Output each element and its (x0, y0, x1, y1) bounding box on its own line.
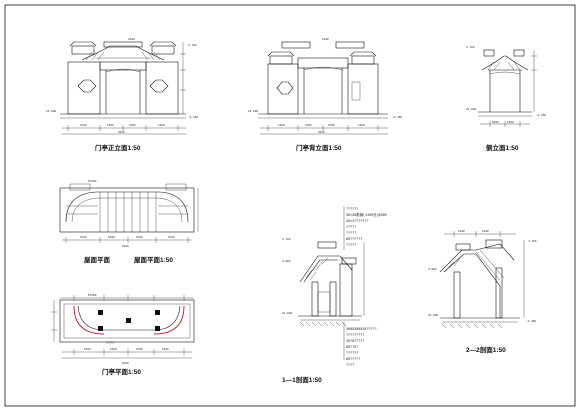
svg-text:1680: 1680 (507, 121, 514, 124)
side-elevation: 4.780 ±0.000 -0.450 1680 1680 侧立面1:50 (466, 46, 546, 152)
svg-text:1500: 1500 (305, 124, 312, 127)
section-1-1-note-13: 60????? (346, 358, 360, 362)
section-1-1-note-2: 30×30角钢(1100分)@300 (346, 212, 387, 218)
svg-text:1680: 1680 (168, 236, 175, 239)
svg-text:4.780: 4.780 (282, 238, 291, 241)
section-1-1-note-8: 300X300X20????? (346, 328, 377, 332)
svg-text:-0.450: -0.450 (526, 320, 536, 323)
svg-text:±0.000: ±0.000 (282, 312, 292, 315)
svg-text:6160: 6160 (318, 131, 325, 134)
roof-plan: 1680 1500 1500 1680 6160 PT200 屋面平面 屋面平面1:… (59, 180, 199, 264)
svg-text:6160: 6160 (122, 362, 129, 365)
svg-text:1500: 1500 (136, 348, 143, 351)
sheet-border (4, 4, 576, 407)
svg-text:6160: 6160 (122, 245, 129, 248)
roof-plan-title-a: 屋面平面 (84, 255, 111, 264)
svg-text:3.900: 3.900 (428, 268, 437, 271)
svg-text:1200: 1200 (322, 38, 329, 41)
svg-text:±0.000: ±0.000 (46, 110, 56, 113)
svg-text:PT200: PT200 (88, 294, 97, 297)
section-1-1-note-1: ?????? (346, 208, 358, 212)
front-elevation: 1680 1500 1500 1680 6160 ±0.000 4.780 -0.4… (46, 38, 198, 152)
svg-text:6160: 6160 (118, 131, 125, 134)
svg-text:3.900: 3.900 (282, 260, 291, 263)
svg-text:-0.450: -0.450 (392, 116, 402, 119)
section-1-1-note-4: ????? (346, 226, 356, 230)
section-1-1-note-12: ?????? (346, 352, 358, 356)
svg-text:4.780: 4.780 (528, 240, 537, 243)
svg-text:-0.450: -0.450 (536, 114, 546, 117)
svg-text:1680: 1680 (278, 124, 285, 127)
svg-text:1500: 1500 (129, 124, 136, 127)
svg-text:1200: 1200 (482, 230, 489, 233)
svg-text:1680: 1680 (358, 124, 365, 127)
section-1-1-note-10: 20?6????? (346, 340, 364, 344)
front-elevation-title: 门亭正立面1:50 (95, 143, 141, 152)
back-elevation: 1680 1500 1500 1680 6160 ±0.000 -0.450 120… (248, 38, 402, 152)
back-elevation-title: 门亭背立面1:50 (296, 143, 342, 152)
svg-text:1500: 1500 (328, 124, 335, 127)
gate-plan-note: ???? (106, 342, 114, 346)
svg-text:1680: 1680 (492, 121, 499, 124)
section-1-1-note-3: 40×1??????? (346, 219, 368, 224)
svg-text:±0.000: ±0.000 (248, 110, 258, 113)
svg-text:1500: 1500 (107, 124, 114, 127)
svg-text:1680: 1680 (158, 124, 165, 127)
svg-text:-0.450: -0.450 (188, 116, 198, 119)
svg-text:1680: 1680 (84, 348, 91, 351)
svg-text:1680: 1680 (80, 124, 87, 127)
gate-plan-title: 门亭平面1:50 (102, 367, 141, 376)
svg-text:1680: 1680 (162, 348, 169, 351)
section-1-1: ?????? 30×30角钢(1100分)@300 40×1??????? ??… (282, 206, 387, 384)
svg-text:1500: 1500 (136, 236, 143, 239)
section-1-1-note-14: ???? (346, 364, 354, 368)
gate-plan: 1680 1500 1500 1680 6160 PT200 ???? 门亭平面1:… (51, 294, 195, 376)
svg-text:±0.000: ±0.000 (466, 108, 476, 111)
svg-text:1200: 1200 (458, 230, 465, 233)
side-elevation-title: 侧立面1:50 (486, 143, 519, 152)
svg-text:1200: 1200 (128, 38, 135, 41)
section-2-2-title: 2—2剖面1:50 (466, 345, 506, 354)
svg-text:1500: 1500 (108, 236, 115, 239)
svg-text:±0.000: ±0.000 (428, 314, 438, 317)
section-1-1-note-7: ????? (346, 244, 356, 248)
svg-text:PT200: PT200 (88, 180, 97, 183)
svg-text:4.780: 4.780 (188, 44, 197, 47)
section-1-1-note-5: ????? (346, 232, 356, 236)
roof-plan-title-b: 屋面平面1:50 (134, 255, 173, 264)
section-1-1-note-9: ????????? (346, 334, 364, 338)
section-1-1-note-11: 60?75? (346, 346, 358, 350)
section-1-1-note-6: 60?????? (346, 238, 362, 242)
svg-text:1500: 1500 (110, 348, 117, 351)
section-2-2: 1200 1200 4.780 3.900 ±0.000 -0.450 2—2剖面… (428, 230, 537, 354)
svg-text:4.780: 4.780 (466, 46, 475, 49)
section-1-1-title: 1—1剖面1:50 (282, 375, 322, 384)
svg-text:1680: 1680 (80, 236, 87, 239)
